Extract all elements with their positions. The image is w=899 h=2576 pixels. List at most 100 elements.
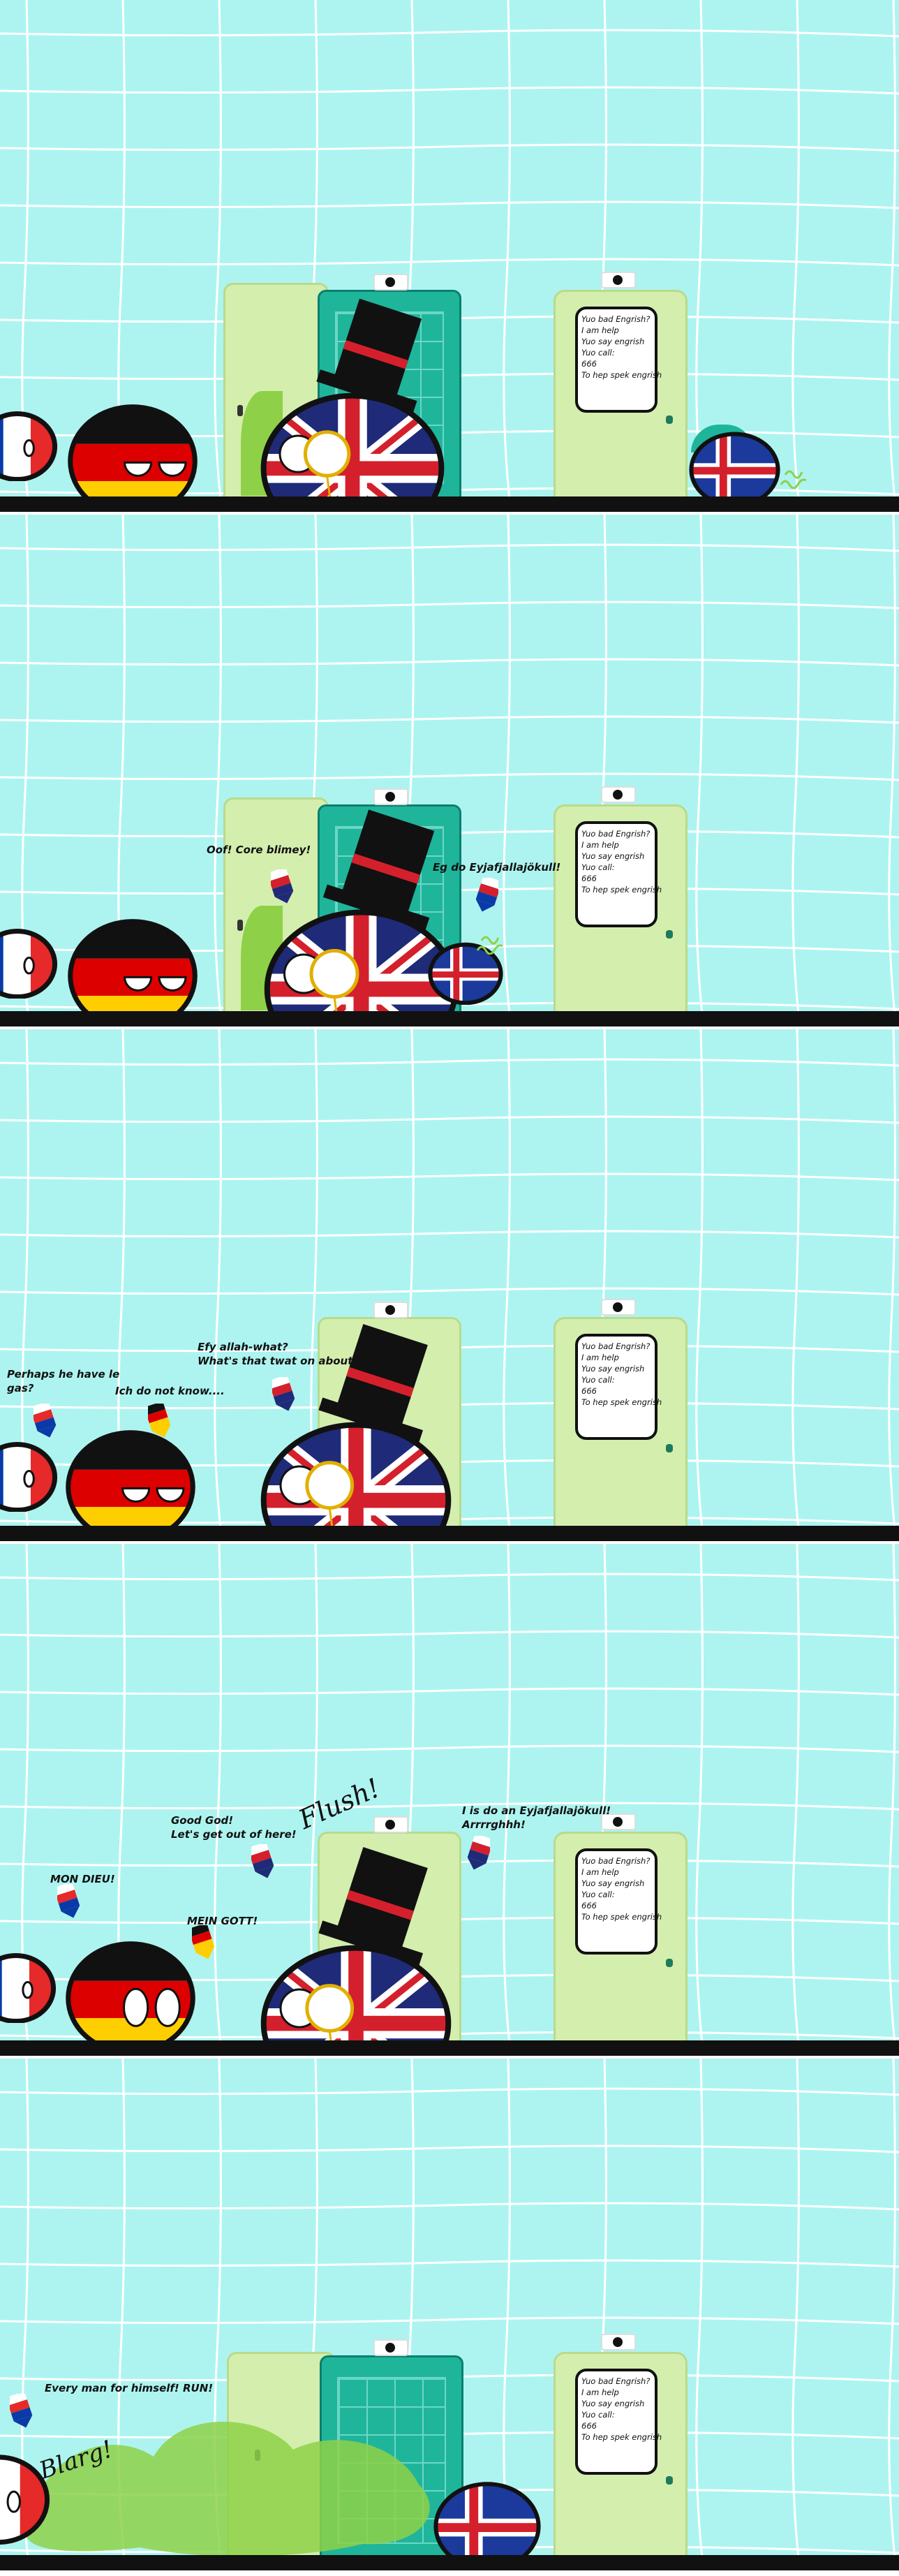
vent-icon <box>373 788 408 805</box>
sign-line: Yuo call: <box>581 2410 615 2420</box>
sign-line: To hep spek engrish <box>581 885 662 895</box>
door-hook-icon <box>237 405 243 416</box>
top-hat-icon <box>318 1324 428 1443</box>
france-ball <box>0 1441 58 1512</box>
sign-line: I am help <box>581 840 619 850</box>
floor-line <box>0 1011 899 1026</box>
vent-icon <box>373 1816 408 1833</box>
floor-line <box>0 1526 899 1541</box>
sign-line: I am help <box>581 1867 619 1877</box>
sign-line: Yuo bad Engrish? <box>581 1341 651 1351</box>
sign-line: Yuo bad Engrish? <box>581 314 651 324</box>
speech-text: MEIN GOTT! <box>187 1915 258 1927</box>
vent-icon <box>601 1813 636 1830</box>
sign-line: Yuo say engrish <box>581 1364 645 1374</box>
flag-pointer-icon <box>148 1404 171 1438</box>
germany-ball <box>68 919 198 1026</box>
speech-text: Efy allah-what? What's that twat on abou… <box>198 1341 359 1367</box>
france-ball <box>0 411 58 481</box>
flag-pointer-icon <box>10 2394 33 2428</box>
sign-line: Yuo bad Engrish? <box>581 1856 651 1866</box>
monocle-icon <box>278 430 351 512</box>
sign-line: Yuo say engrish <box>581 851 645 861</box>
sign-line: I am help <box>581 325 619 335</box>
sign-line: 666 <box>581 1901 597 1911</box>
flag-pointer-icon <box>467 1836 490 1870</box>
sign-line: Yuo say engrish <box>581 2399 645 2408</box>
germany-ball <box>68 404 198 512</box>
vent-icon <box>373 274 408 290</box>
speech-text: Good God! Let's get out of here! <box>171 1814 297 1841</box>
gas-squiggle <box>780 470 807 489</box>
speech-text: Every man for himself! RUN! <box>45 2382 214 2394</box>
uk-ball <box>260 298 445 512</box>
vent-icon <box>601 1299 636 1316</box>
door-knob <box>666 2476 673 2485</box>
speech-text: Oof! Core blimey! <box>207 844 311 856</box>
sign-line: To hep spek engrish <box>581 370 662 380</box>
sign-line: 666 <box>581 1386 597 1396</box>
sign-line: To hep spek engrish <box>581 1397 662 1407</box>
top-hat-icon <box>316 298 422 413</box>
flag-pointer-icon <box>272 1377 295 1411</box>
vent-icon <box>373 1302 408 1318</box>
sign-line: 666 <box>581 359 597 369</box>
sign-line: Yuo call: <box>581 348 615 358</box>
speech-text: I is do an Eyjafjallajökull! Arrrrghhh! <box>462 1804 611 1831</box>
sign-line: 666 <box>581 874 597 883</box>
flag-pointer-icon <box>57 1884 80 1918</box>
speech-text: Eg do Eyjafjallajökull! <box>433 861 561 874</box>
vent-icon <box>601 2334 636 2350</box>
germany-ball <box>66 1430 195 1541</box>
door-knob <box>666 930 673 939</box>
flag-pointer-icon <box>251 1844 274 1878</box>
speech-text: Ich do not know.... <box>115 1385 225 1397</box>
sign-line: Yuo call: <box>581 1890 615 1899</box>
flag-pointer-icon <box>192 1925 215 1959</box>
sign-line: Yuo call: <box>581 862 615 872</box>
door-knob <box>666 415 673 424</box>
iceland-ball <box>689 432 780 508</box>
sign-line: 666 <box>581 2421 597 2431</box>
sign-line: I am help <box>581 2387 619 2397</box>
flag-pointer-icon <box>475 878 498 912</box>
vent-icon <box>373 2339 408 2356</box>
door-hook-icon <box>237 920 243 931</box>
france-ball <box>0 928 58 999</box>
vent-icon <box>601 272 636 288</box>
sign-line: To hep spek engrish <box>581 2432 662 2442</box>
door-knob <box>666 1444 673 1452</box>
gas-cloud <box>26 2422 430 2556</box>
speech-text: Perhaps he have le gas? <box>7 1368 120 1394</box>
france-ball <box>0 2454 50 2545</box>
sign-line: Yuo call: <box>581 1375 615 1385</box>
sign-line: Yuo say engrish <box>581 1878 645 1888</box>
flag-pointer-icon <box>271 869 294 904</box>
floor-line <box>0 2040 899 2056</box>
vent-icon <box>601 786 636 803</box>
sign-line: Yuo bad Engrish? <box>581 2376 651 2386</box>
monocle-icon <box>279 1984 355 2056</box>
france-ball <box>0 1952 57 2023</box>
floor-line <box>0 2555 899 2570</box>
top-hat-icon <box>322 809 435 931</box>
top-hat-icon <box>318 1847 428 1966</box>
speech-text: MON DIEU! <box>50 1873 115 1885</box>
uk-ball <box>260 1847 452 2056</box>
door-knob <box>666 1959 673 1967</box>
sign-line: Yuo say engrish <box>581 337 645 346</box>
monocle-icon <box>283 949 359 1026</box>
flag-pointer-icon <box>34 1404 57 1438</box>
gas-squiggle <box>476 936 503 955</box>
